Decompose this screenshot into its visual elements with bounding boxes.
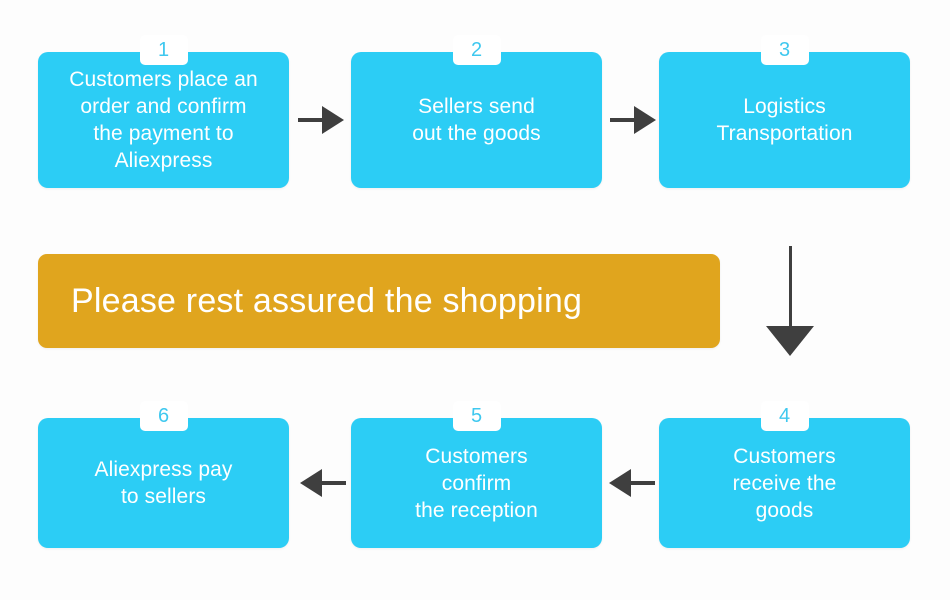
step-box-4[interactable]: 4 Customers receive the goods bbox=[659, 401, 910, 548]
arrow-stem bbox=[788, 246, 792, 326]
step-box-6[interactable]: 6 Aliexpress pay to sellers bbox=[38, 401, 289, 548]
step-box-2[interactable]: 2 Sellers send out the goods bbox=[351, 35, 602, 188]
arrow-head bbox=[300, 469, 322, 497]
step-badge-5: 5 bbox=[452, 401, 501, 431]
step-box-1[interactable]: 1 Customers place an order and confirm t… bbox=[38, 35, 289, 188]
arrow-step2-to-step3-icon bbox=[610, 100, 656, 140]
arrow-head bbox=[609, 469, 631, 497]
step-badge-6: 6 bbox=[139, 401, 188, 431]
arrow-head bbox=[322, 106, 344, 134]
arrow-stem bbox=[610, 118, 634, 122]
step-badge-1: 1 bbox=[139, 35, 188, 65]
step-label-1: Customers place an order and confirm the… bbox=[69, 68, 258, 172]
arrow-step5-to-step6-icon bbox=[300, 463, 346, 503]
step-box-5[interactable]: 5 Customers confirm the reception bbox=[351, 401, 602, 548]
arrow-stem bbox=[298, 118, 322, 122]
step-box-3[interactable]: 3 Logistics Transportation bbox=[659, 35, 910, 188]
step-label-2: Sellers send out the goods bbox=[412, 95, 541, 145]
step-label-3: Logistics Transportation bbox=[716, 95, 853, 145]
assurance-banner-text: Please rest assured the shopping bbox=[71, 282, 583, 320]
arrow-stem bbox=[631, 481, 655, 485]
assurance-banner: Please rest assured the shopping bbox=[38, 254, 720, 348]
arrow-step4-to-step5-icon bbox=[609, 463, 655, 503]
step-badge-2: 2 bbox=[452, 35, 501, 65]
arrow-head bbox=[634, 106, 656, 134]
arrow-head bbox=[766, 326, 814, 356]
step-label-6: Aliexpress pay to sellers bbox=[94, 458, 233, 508]
arrow-step1-to-step2-icon bbox=[298, 100, 344, 140]
step-label-4: Customers receive the goods bbox=[732, 444, 837, 522]
step-badge-4: 4 bbox=[760, 401, 809, 431]
step-badge-3: 3 bbox=[760, 35, 809, 65]
arrow-stem bbox=[322, 481, 346, 485]
arrow-step3-to-step4-icon bbox=[766, 246, 814, 356]
step-label-5: Customers confirm the reception bbox=[415, 444, 538, 522]
